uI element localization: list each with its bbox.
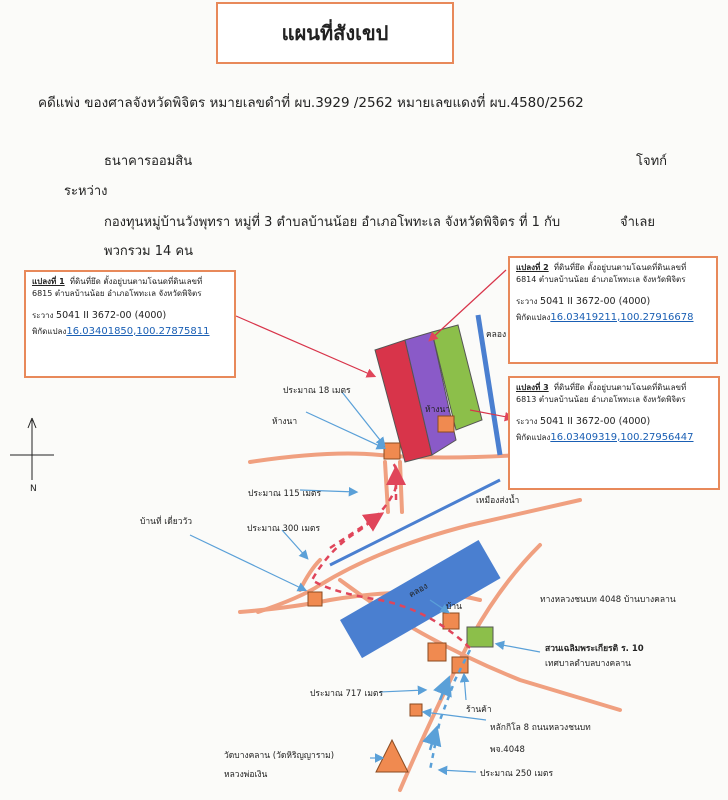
rice-hut-1-marker	[383, 442, 401, 460]
plot-3-box: แปลงที่ 3 ที่ดินที่ยึด ตั้งอยู่บนตามโฉนด…	[508, 376, 720, 490]
plot-3-zone: 5041 II 3672-00 (4000)	[540, 415, 651, 427]
plot-1-desc2: 6815 ตำบลบ้านน้อย อำเภอโพทะเล จังหวัดพิจ…	[32, 289, 202, 299]
plot-3-coord-link[interactable]: 16.03409319,100.27956447	[550, 431, 694, 443]
plot-2-coord-label: พิกัดแปลง	[516, 312, 551, 322]
label-pointers	[189, 391, 541, 776]
label-house-tiang: บ้านที่ เดี่ยววัว	[140, 517, 193, 527]
plot-2-desc2: 6814 ตำบลบ้านน้อย อำเภอโพทะเล จังหวัดพิจ…	[516, 275, 686, 285]
page-title-box: แผนที่สังเขป	[216, 2, 454, 64]
label-canal-top: คลอง	[486, 330, 507, 340]
plot-2-zone: 5041 II 3672-00 (4000)	[540, 295, 651, 307]
canal-top	[475, 314, 503, 456]
between-label: ระหว่าง	[64, 184, 108, 199]
road-network	[238, 450, 642, 792]
label-park-1: สวนเฉลิมพระเกียรติ ร. 10	[545, 644, 644, 654]
lower-upper-road	[256, 498, 582, 614]
label-rice-hut-1: ห้างนา	[272, 417, 298, 427]
label-park-2: เทศบาลตำบลบางคลาน	[545, 659, 631, 669]
temple-icon	[375, 738, 409, 773]
label-approx-18: ประมาณ 18 เมตร	[283, 386, 351, 396]
upper-road	[248, 450, 642, 464]
group-total: พวกรวม 14 คน	[104, 244, 193, 259]
defendant-name: กองทุนหมู่บ้านวังพุทรา หมู่ที่ 3 ตำบลบ้า…	[104, 215, 561, 230]
irrigation-channel	[329, 478, 501, 567]
defendant-role: จำเลย	[620, 215, 655, 230]
plot-2-zone-label: ระวาง	[516, 296, 538, 306]
shop-marker-a	[427, 642, 447, 662]
branch-road-a	[383, 460, 390, 514]
plot-3-shape	[431, 324, 483, 431]
plot-1-coord-label: พิกัดแปลง	[32, 326, 67, 336]
plot-3-desc1: ที่ดินที่ยึด ตั้งอยู่บนตามโฉนดที่ดินเลขท…	[553, 383, 687, 392]
label-luangpho: หลวงพ่อเงิน	[224, 770, 268, 780]
house-tiang-marker	[307, 591, 323, 607]
plot-2-heading: แปลงที่ 2	[516, 263, 549, 272]
label-temple: วัดบางคลาน (วัดหิริญญาราม)	[224, 751, 335, 761]
plot-1-zone-label: ระวาง	[32, 310, 54, 320]
label-irrigation: เหมืองส่งน้ำ	[476, 496, 520, 506]
plot-1-box: แปลงที่ 1 ที่ดินที่ยึด ตั้งอยู่บนตามโฉนด…	[24, 270, 236, 378]
branch-road-b	[398, 460, 404, 514]
access-route	[310, 461, 471, 649]
canal-mid	[340, 540, 501, 659]
plot-3-coord-label: พิกัดแปลง	[516, 432, 551, 442]
north-arrow-icon	[10, 417, 54, 480]
label-shop: ร้านค้า	[466, 705, 492, 715]
plot-1-heading: แปลงที่ 1	[32, 277, 65, 286]
label-rice-hut-2: ห้างนา	[425, 405, 451, 415]
page-title: แผนที่สังเขป	[281, 21, 389, 45]
plot-pointers	[235, 269, 515, 422]
label-highway: ทางหลวงชนบท 4048 บ้านบางคลาน	[540, 595, 676, 605]
plot-1-coord-link[interactable]: 16.03401850,100.27875811	[66, 325, 210, 337]
label-approx-300: ประมาณ 300 เมตร	[247, 524, 321, 534]
label-approx-115: ประมาณ 115 เมตร	[248, 489, 322, 499]
label-approx-717: ประมาณ 717 เมตร	[310, 689, 384, 699]
plot-3-heading: แปลงที่ 3	[516, 383, 549, 392]
plaintiff-name: ธนาคารออมสิน	[104, 154, 193, 169]
label-km-2: พจ.4048	[490, 745, 525, 755]
label-km-1: หลักกิโล 8 ถนนหลวงชนบท	[490, 723, 591, 733]
north-label: N	[30, 484, 37, 494]
rice-hut-2-marker	[437, 415, 455, 433]
plot-2-desc1: ที่ดินที่ยึด ตั้งอยู่บนตามโฉนดที่ดินเลขท…	[553, 263, 687, 272]
plot-1-zone: 5041 II 3672-00 (4000)	[56, 309, 167, 321]
km-post-marker	[409, 703, 423, 717]
plot-3-zone-label: ระวาง	[516, 416, 538, 426]
plot-3-desc2: 6813 ตำบลบ้านน้อย อำเภอโพทะเล จังหวัดพิจ…	[516, 395, 686, 405]
plot-2-coord-link[interactable]: 16.03419211,100.27916678	[550, 311, 694, 323]
park-marker	[466, 626, 494, 648]
case-line: คดีแพ่ง ของศาลจังหวัดพิจิตร หมายเลขดำที่…	[38, 95, 584, 111]
plot-2-box: แปลงที่ 2 ที่ดินที่ยึด ตั้งอยู่บนตามโฉนด…	[508, 256, 718, 364]
label-house: บ้าน	[446, 602, 462, 612]
plot-1-desc1: ที่ดินที่ยึด ตั้งอยู่บนตามโฉนดที่ดินเลขท…	[69, 277, 203, 286]
label-approx-250: ประมาณ 250 เมตร	[480, 769, 554, 779]
house-marker	[442, 612, 460, 630]
plaintiff-role: โจทก์	[636, 154, 668, 169]
